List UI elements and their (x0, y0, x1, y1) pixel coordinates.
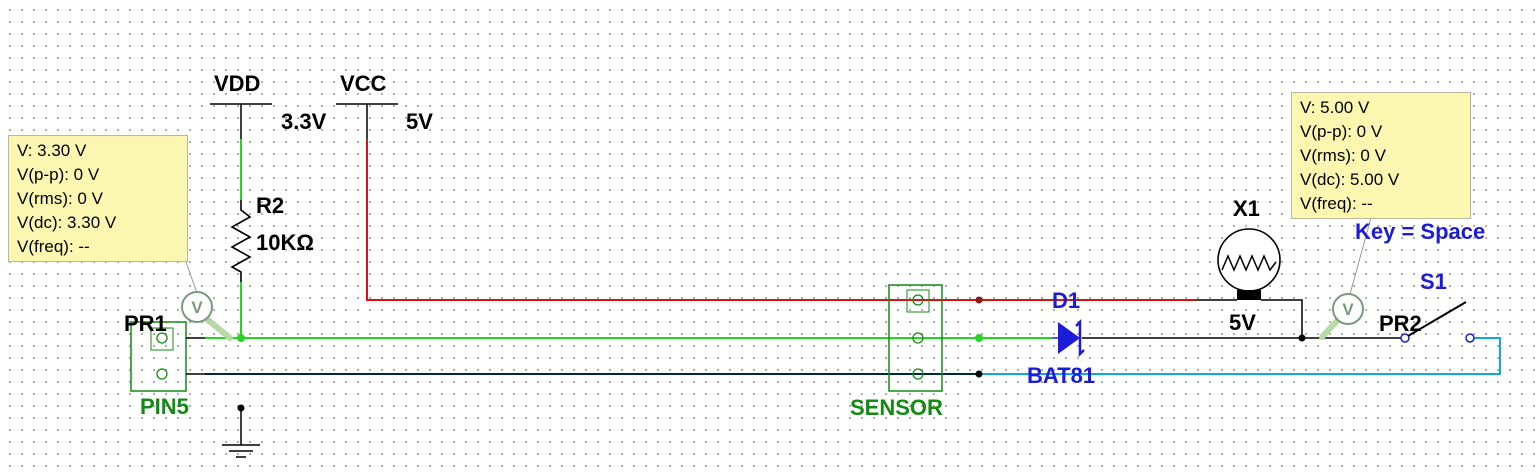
probe1-vpp: V(p-p): 0 V (17, 165, 100, 184)
probe2-v: V: 5.00 V (1300, 98, 1370, 117)
diode-part: BAT81 (1027, 363, 1095, 388)
probe1-vrms: V(rms): 0 V (17, 189, 103, 208)
pin5-pin1 (156, 332, 168, 344)
resistor-ref: R2 (256, 193, 284, 218)
probe1-leader (185, 261, 198, 294)
diode-ref: D1 (1052, 288, 1080, 313)
switch-ref: S1 (1420, 269, 1447, 294)
probe1-vdc: V(dc): 3.30 V (17, 213, 117, 232)
sensor-pin2 (912, 332, 924, 344)
probe1-lead (205, 317, 233, 341)
probe2-leader (1349, 217, 1372, 295)
ground-blue-wire[interactable] (205, 337, 1501, 375)
diode-d1[interactable] (1052, 318, 1085, 358)
probe2-lead (1319, 318, 1340, 340)
switch-s1[interactable] (1400, 301, 1475, 343)
vdd-rail-value: 3.3V (281, 109, 327, 134)
probe2-readout: V: 5.00 V V(p-p): 0 V V(rms): 0 V V(dc):… (1291, 92, 1471, 219)
switch-key: Key = Space (1355, 219, 1485, 244)
lamp-x1[interactable] (1195, 228, 1281, 301)
probe1-glyph: V (191, 298, 203, 317)
probe1-v: V: 3.30 V (17, 141, 87, 160)
probe2-vrms: V(rms): 0 V (1300, 146, 1386, 165)
pr1-ref: PR1 (124, 311, 167, 336)
pin5-pin1-box (150, 327, 174, 351)
probe1-readout: V: 3.30 V V(p-p): 0 V V(rms): 0 V V(dc):… (8, 135, 188, 262)
junction-sensor-vcc (975, 296, 983, 304)
vcc-rail-value: 5V (406, 109, 433, 134)
pin5-connector[interactable] (130, 321, 187, 392)
pin5-name: PIN5 (140, 394, 189, 419)
junction-r2 (237, 334, 245, 342)
pin5-pin2 (156, 368, 168, 380)
probe2-vpp: V(p-p): 0 V (1300, 122, 1383, 141)
vcc-red-wire[interactable] (366, 139, 1195, 301)
vdd-rail-name: VDD (214, 71, 260, 96)
junction-sensor-signal (975, 334, 983, 342)
ground-icon (222, 444, 260, 458)
probe1-icon[interactable] (181, 291, 213, 323)
sensor-name: SENSOR (850, 395, 943, 420)
probe1-vfreq: V(freq): -- (17, 237, 90, 256)
lamp-right-wire[interactable] (1262, 299, 1303, 338)
probe2-vdc: V(dc): 5.00 V (1300, 170, 1400, 189)
sensor-connector[interactable] (888, 284, 943, 392)
sensor-pin3 (912, 368, 924, 380)
resistor-r2[interactable] (230, 200, 252, 282)
sensor-pin1-box (906, 289, 930, 313)
probe2-vfreq: V(freq): -- (1300, 194, 1373, 213)
sensor-pin1 (912, 294, 924, 306)
probe2-glyph: V (1342, 300, 1354, 319)
junction-ground (237, 404, 245, 412)
resistor-value: 10KΩ (256, 230, 314, 255)
lamp-ref: X1 (1233, 196, 1260, 221)
junction-lamp (1298, 334, 1306, 342)
vcc-rail-name: VCC (340, 71, 387, 96)
lamp-value: 5V (1229, 310, 1256, 335)
junction-sensor-gnd (975, 370, 983, 378)
probe2-icon[interactable] (1332, 293, 1364, 325)
